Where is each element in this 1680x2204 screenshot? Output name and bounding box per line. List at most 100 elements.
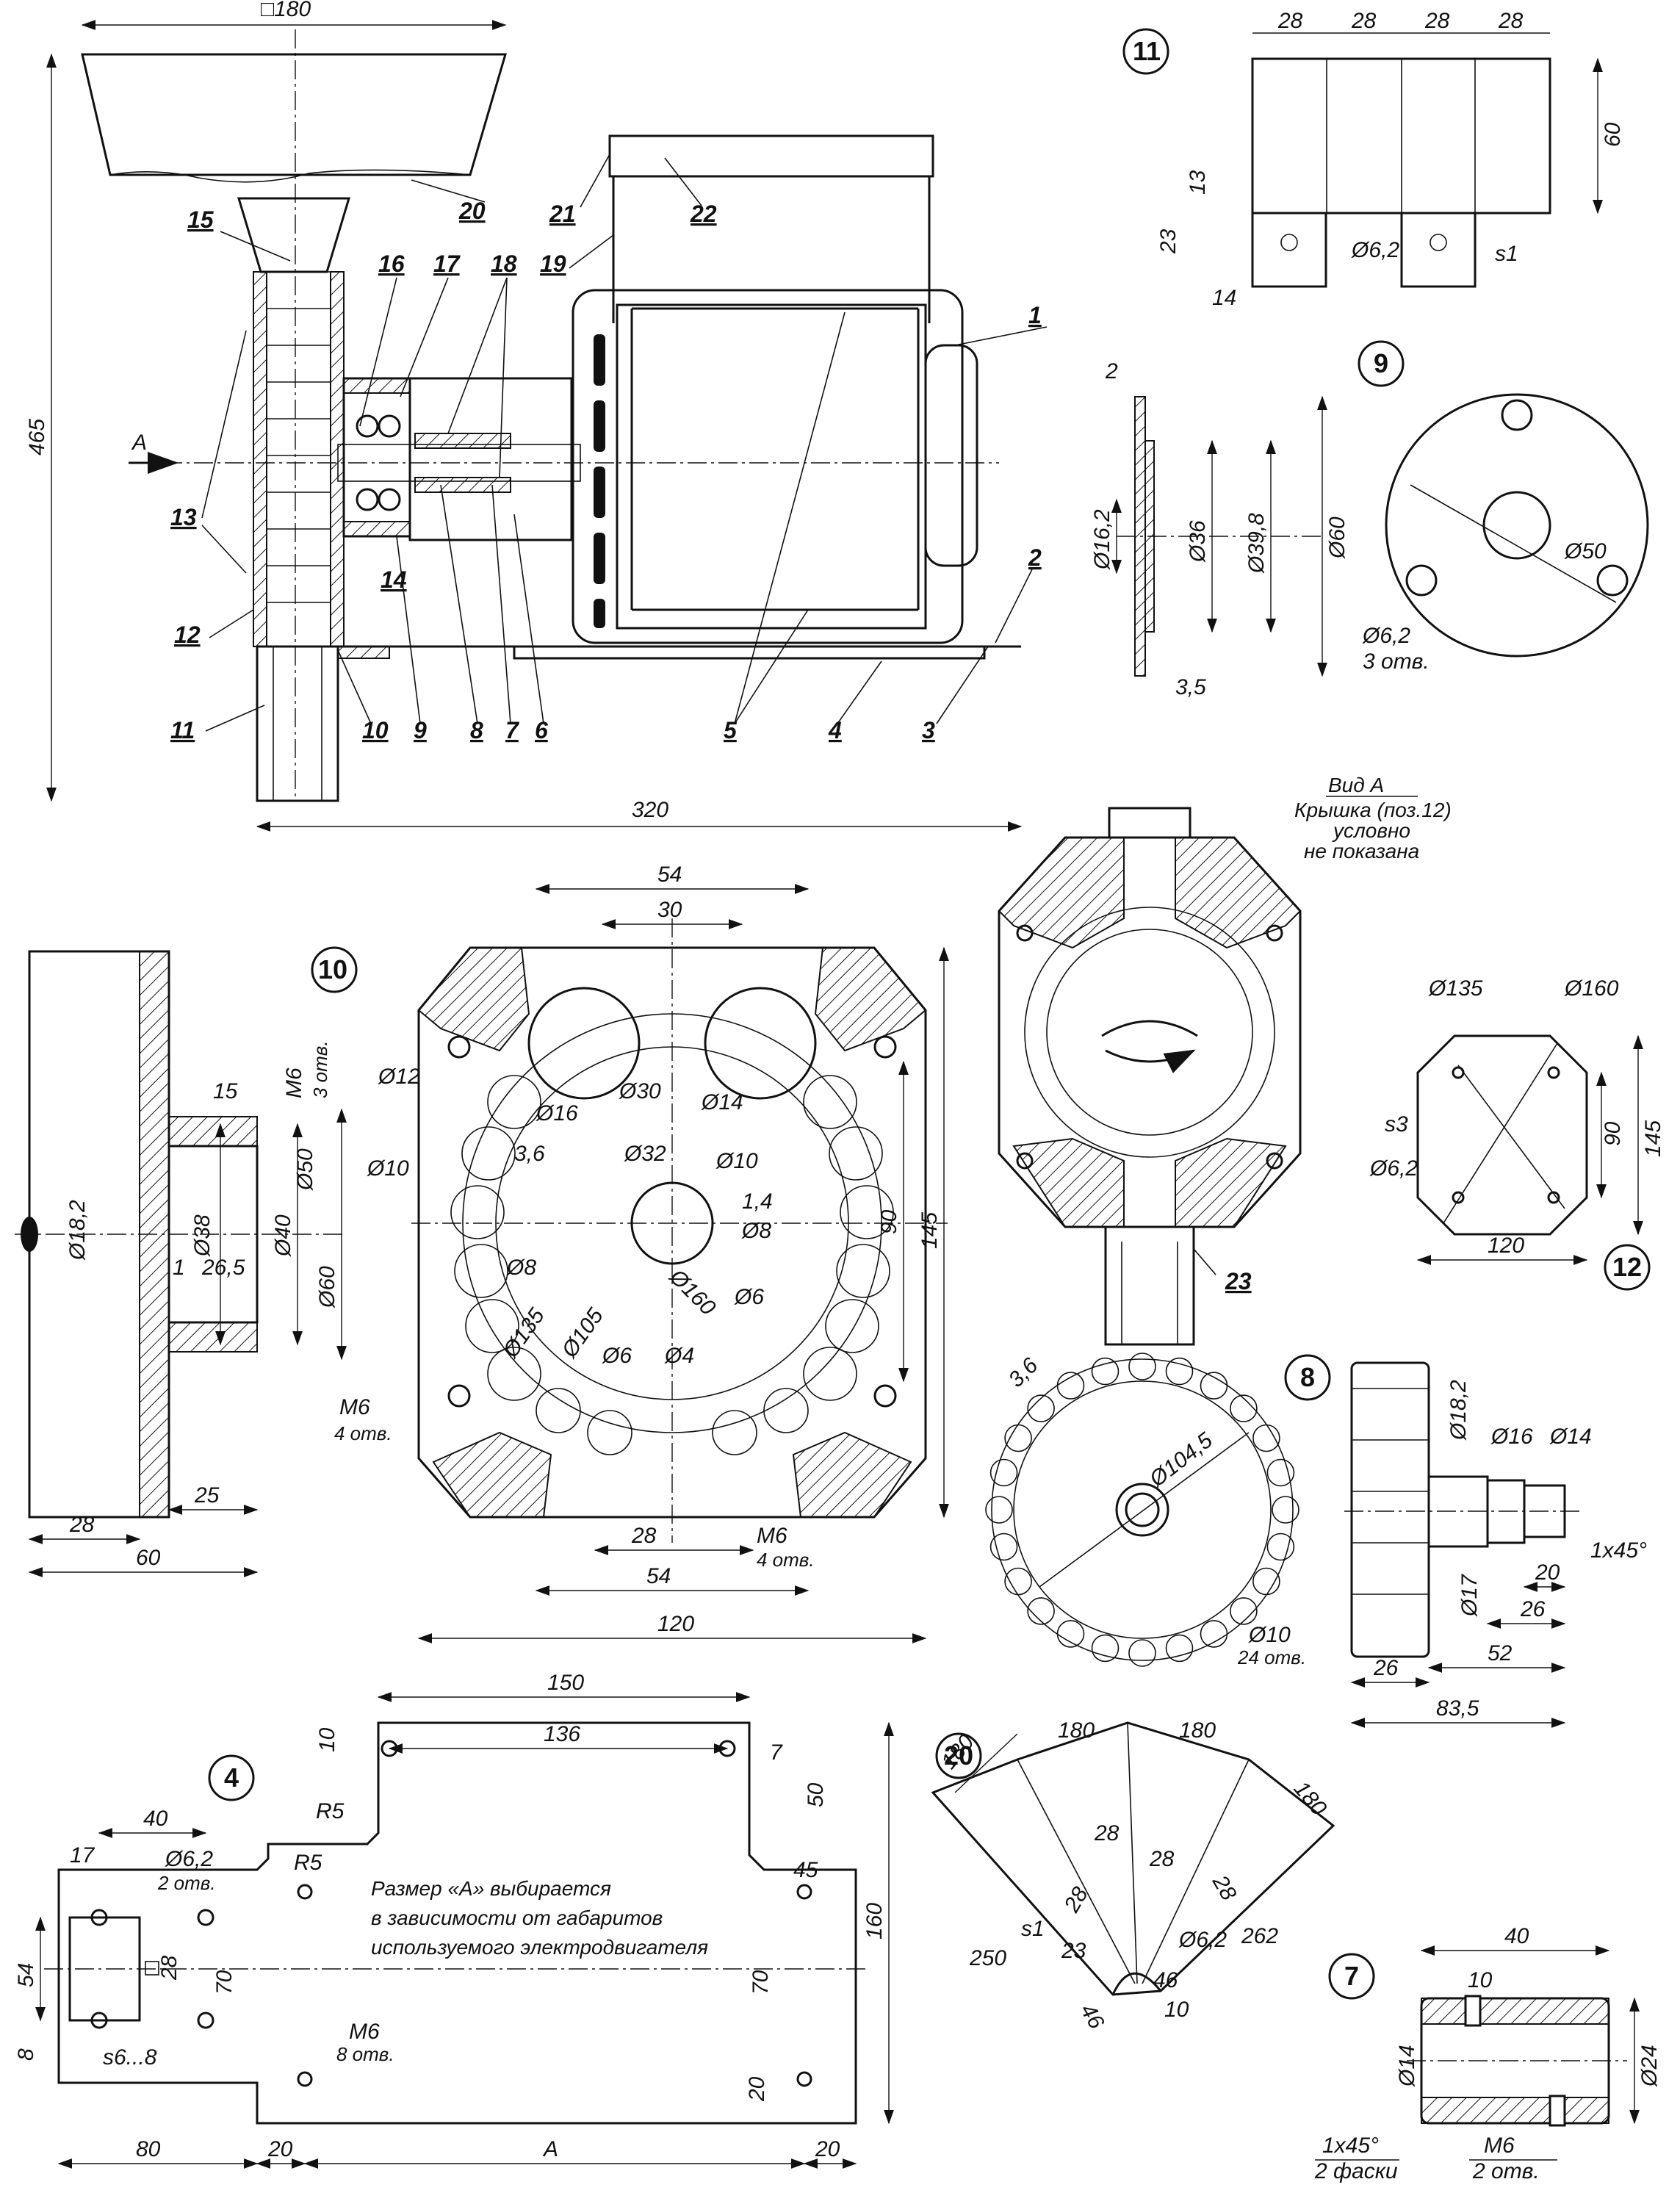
part-8-drawing: 8 3,6 Ø104,5 Ø10 24 отв. Ø18,2 Ø16 Ø14 Ø… (985, 1353, 1647, 1728)
gear-tooth-hole (989, 1458, 1018, 1487)
gear-tooth-hole (1128, 1639, 1156, 1667)
p10f-dim-10a: Ø10 (367, 1156, 409, 1181)
p8-dim-10: Ø10 (1248, 1623, 1291, 1647)
part-7-drawing: 7 40 10 Ø14 Ø24 1x45° 2 фаски M6 2 отв. (1314, 1924, 1662, 2183)
height-dim-label: 465 (25, 419, 49, 455)
p10f-dim-54-bottom: 54 (646, 1564, 671, 1588)
position-labels: 1 2 3 4 5 6 7 8 9 10 11 12 13 (170, 154, 1048, 743)
p10f-dim-54-top: 54 (657, 862, 682, 887)
p4-dim-20-end: 20 (815, 2137, 840, 2161)
part-7-number: 7 (1344, 1961, 1359, 1991)
p10f-dim-120: 120 (657, 1612, 694, 1636)
p10-dim-50: Ø50 (293, 1148, 317, 1191)
gear-tooth-hole (1165, 1634, 1194, 1663)
p8-dim-14: Ø14 (1549, 1425, 1592, 1449)
p10f-dim-160: Ø160 (664, 1264, 720, 1320)
gear-tooth-hole (1128, 1353, 1156, 1380)
gear-tooth-hole (1027, 1394, 1055, 1422)
pos-21: 21 (549, 201, 576, 227)
p10-dim-38: Ø38 (190, 1214, 214, 1257)
length-dim-label: 320 (632, 798, 668, 822)
part-8-teeth (985, 1353, 1299, 1667)
pos-14: 14 (381, 566, 407, 593)
gear-tooth-hole (1230, 1597, 1258, 1625)
p20-dim-180d: 180 (1289, 1776, 1332, 1821)
pos-19: 19 (540, 251, 566, 277)
p11-dim-28b: 28 (1351, 9, 1377, 33)
pos-10: 10 (362, 717, 389, 743)
gear-tooth-hole (1056, 1372, 1085, 1400)
p10f-dim-3-6: 3,6 (514, 1142, 545, 1166)
part-10-teeth (450, 1075, 894, 1455)
pos-1: 1 (1028, 302, 1042, 328)
p4-dim-a: A (542, 2137, 558, 2161)
p10f-dim-16: Ø16 (536, 1101, 578, 1126)
p4-dim-r5a: R5 (316, 1799, 345, 1823)
p4-dim-2holes: 2 отв. (157, 1872, 216, 1894)
p4-dim-28: 28 (157, 1955, 181, 1981)
pos-6: 6 (535, 717, 548, 743)
p8-dim-20: 20 (1535, 1560, 1560, 1585)
part-4-drawing: 4 150 136 10 7 50 R5 R5 40 17 Ø6,2 2 отв… (14, 1671, 894, 2169)
p20-dim-10: 10 (1164, 1998, 1189, 2022)
p7-dim-2chamfers: 2 фаски (1314, 2159, 1398, 2183)
hopper-size-label: □180 (261, 0, 311, 21)
p9-dim-holes-count: 3 отв. (1363, 649, 1430, 674)
p4-dim-136: 136 (544, 1722, 580, 1746)
p4-dim-10: 10 (315, 1727, 339, 1752)
p10-dim-m6: M6 (282, 1067, 306, 1098)
p12-dim-145: 145 (1641, 1120, 1665, 1157)
pos-3: 3 (922, 717, 935, 743)
p10-dim-3holes: 3 отв. (309, 1040, 331, 1098)
p4-dim-8holes: 8 отв. (336, 2043, 394, 2065)
p11-dim-hole: Ø6,2 (1351, 238, 1399, 262)
part-10-front-view: 54 30 Ø12 Ø16 Ø30 Ø14 Ø32 Ø10 3,6 Ø10 1,… (334, 862, 949, 1643)
p7-dim-40: 40 (1504, 1924, 1529, 1948)
pos-11: 11 (170, 717, 195, 743)
part-11-drawing: 11 28 28 28 28 60 13 23 14 Ø6,2 s1 (1122, 9, 1625, 310)
p11-dim-60: 60 (1601, 122, 1625, 147)
pos-15: 15 (187, 206, 214, 233)
gear-tooth-hole (1200, 1620, 1228, 1648)
p7-dim-10: 10 (1468, 1968, 1493, 1992)
gear-tooth-hole (1004, 1424, 1032, 1452)
p10f-dim-m6-right: M6 (757, 1524, 787, 1548)
gear-tooth-hole (1091, 1357, 1120, 1386)
p20-dim-s1: s1 (1021, 1917, 1045, 1941)
view-a-note-2: условно (1332, 819, 1410, 842)
p10-dim-60b: 60 (136, 1546, 161, 1570)
pos-9: 9 (414, 717, 427, 743)
p8-dim-52: 52 (1488, 1641, 1513, 1665)
gear-tooth-hole (1200, 1372, 1228, 1400)
p8-dim-83-5: 83,5 (1436, 1696, 1479, 1721)
p4-dim-160: 160 (862, 1903, 887, 1940)
pos-22: 22 (690, 201, 717, 227)
p8-dim-17: Ø17 (1457, 1574, 1482, 1617)
p9-dim-39-8: Ø39,8 (1244, 513, 1269, 574)
part-20-number: 20 (944, 1740, 973, 1771)
p10f-dim-1-4: 1,4 (742, 1189, 773, 1214)
p9-dim-60: Ø60 (1325, 516, 1349, 559)
p7-dim-14: Ø14 (1395, 2045, 1419, 2087)
p10f-dim-6a: Ø6 (602, 1344, 632, 1368)
p12-dim-160: Ø160 (1564, 976, 1619, 1001)
gear-tooth-hole (1027, 1597, 1055, 1625)
view-a-drawing: Вид А Крышка (поз.12) условно не показан… (998, 774, 1452, 1346)
part-12-number: 12 (1612, 1252, 1642, 1282)
p11-dim-14: 14 (1212, 286, 1236, 310)
p8-dim-24holes: 24 отв. (1237, 1646, 1306, 1668)
p4-dim-7: 7 (770, 1740, 783, 1765)
part-8-knurl (1352, 1388, 1429, 1595)
p9-dim-16-2: Ø16,2 (1090, 509, 1114, 570)
p10-dim-15: 15 (213, 1079, 238, 1103)
gear-tooth-hole (1165, 1357, 1194, 1386)
p4-dim-70b: 70 (749, 1970, 773, 1995)
p4-note-2: в зависимости от габаритов (371, 1906, 663, 1929)
pos-4: 4 (828, 717, 842, 743)
p20-dim-46a: 46 (1075, 2000, 1108, 2034)
p11-dim-23: 23 (1156, 228, 1180, 254)
p4-dim-8: 8 (14, 2048, 38, 2061)
part-9-drawing: 9 2 Ø16,2 Ø36 Ø39,8 Ø60 3,5 Ø50 Ø6,2 3 о… (1090, 340, 1649, 699)
p10f-dim-28: 28 (631, 1524, 657, 1548)
p10f-dim-10b: Ø10 (715, 1149, 758, 1173)
